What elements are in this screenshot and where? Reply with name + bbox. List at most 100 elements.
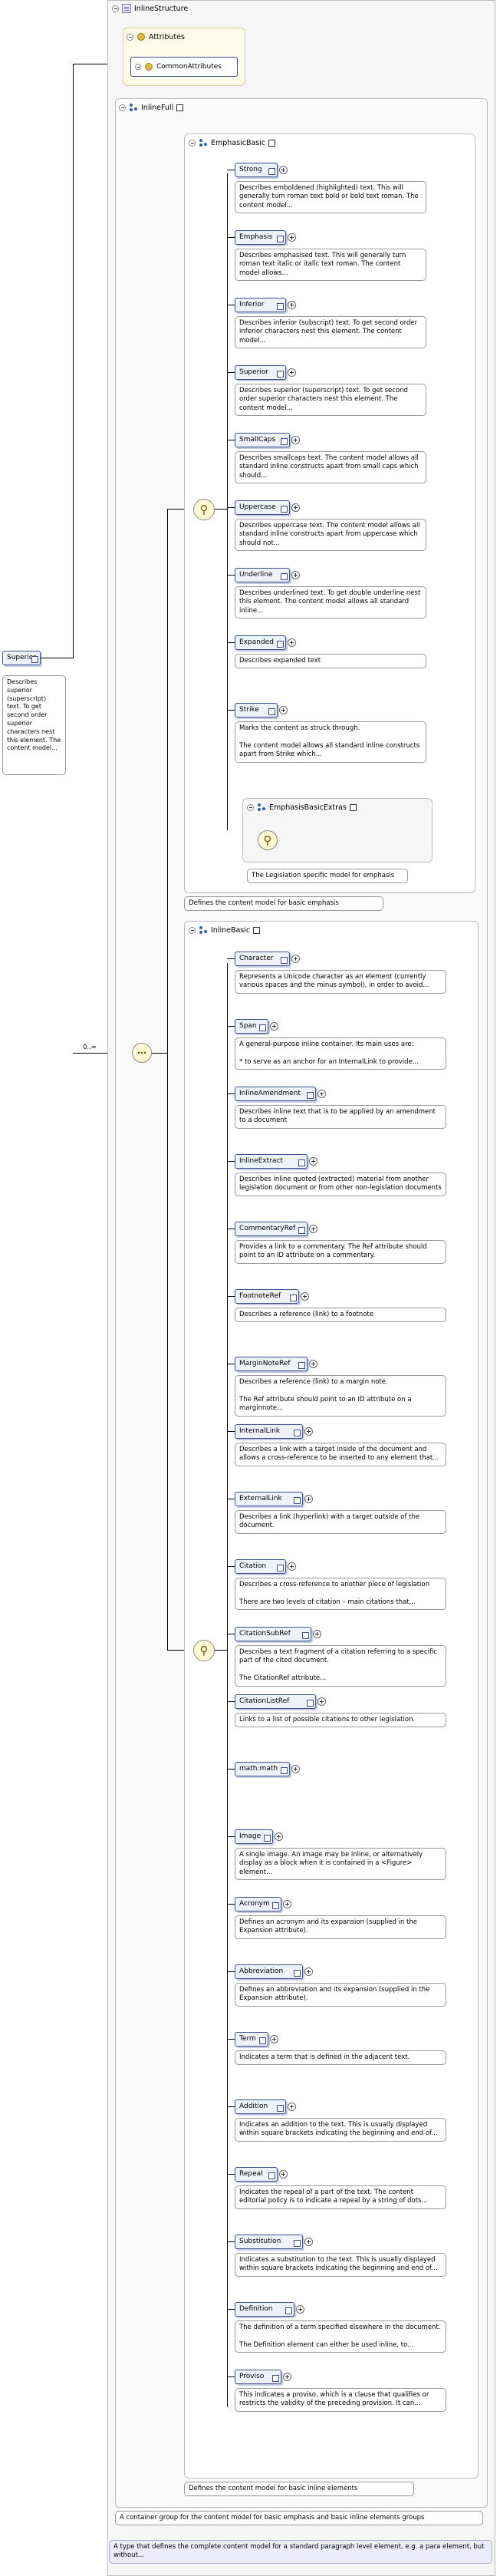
- element-math-math[interactable]: math:math: [235, 1762, 291, 1776]
- expand-icon[interactable]: [308, 1225, 317, 1233]
- element-marginnoteref[interactable]: MarginNoteRef: [235, 1357, 308, 1371]
- description-citationlistref: Links to a list of possible citations to…: [235, 1713, 446, 1728]
- connector-abbreviation: [227, 1971, 235, 1972]
- connector-uppercase: [227, 507, 235, 508]
- expand-icon[interactable]: [317, 1090, 326, 1098]
- element-uppercase[interactable]: Uppercase: [235, 500, 291, 515]
- collapse-icon[interactable]: [119, 104, 126, 111]
- element-inlineextract[interactable]: InlineExtract: [235, 1154, 308, 1169]
- element-externallink[interactable]: ExternalLink: [235, 1492, 304, 1506]
- element-character[interactable]: Character: [235, 952, 291, 966]
- element-citation[interactable]: Citation: [235, 1559, 286, 1574]
- expand-icon[interactable]: [291, 955, 301, 963]
- expand-icon[interactable]: [270, 2035, 279, 2043]
- element-definition[interactable]: Definition: [235, 2302, 294, 2317]
- expand-icon[interactable]: [300, 1292, 309, 1301]
- collapse-icon[interactable]: [189, 139, 196, 147]
- expand-icon[interactable]: [317, 1697, 326, 1706]
- seq-spine: [167, 509, 168, 1650]
- collapse-icon[interactable]: [247, 803, 254, 811]
- element-citationsubref[interactable]: CitationSubRef: [235, 1627, 312, 1641]
- choice-icon[interactable]: ⚲: [193, 499, 215, 520]
- expand-icon[interactable]: [291, 503, 301, 512]
- description-acronym: Defines an acronym and its expansion (su…: [235, 1915, 446, 1939]
- expand-icon[interactable]: [270, 1022, 279, 1031]
- root-element-description: Describes superior (superscript) text. T…: [2, 675, 66, 775]
- inline-basic-description: Defines the content model for basic inli…: [184, 2482, 414, 2497]
- expand-icon[interactable]: [304, 1967, 314, 1976]
- basic-choice-h: [215, 1650, 227, 1651]
- description-superior: Describes superior (superscript) text. T…: [235, 384, 426, 417]
- element-commentaryref[interactable]: CommentaryRef: [235, 1222, 308, 1236]
- expand-icon[interactable]: [275, 1832, 283, 1841]
- description-emphasis: Describes emphasised text. This will gen…: [235, 249, 426, 282]
- description-substitution: Indicates a substitution to the text. Th…: [235, 2253, 446, 2277]
- element-acronym[interactable]: Acronym: [235, 1897, 282, 1911]
- element-strike[interactable]: Strike: [235, 703, 278, 717]
- expand-icon[interactable]: [291, 1765, 301, 1773]
- expand-icon[interactable]: [291, 436, 301, 444]
- connector-term: [227, 2039, 235, 2040]
- element-emphasis[interactable]: Emphasis: [235, 230, 286, 245]
- attributes-title: Attributes: [127, 32, 185, 41]
- expand-icon[interactable]: [278, 706, 288, 714]
- element-term[interactable]: Term: [235, 2032, 269, 2047]
- element-proviso[interactable]: Proviso: [235, 2370, 282, 2384]
- element-superior[interactable]: Superior: [235, 365, 286, 380]
- expand-icon[interactable]: [304, 2238, 314, 2246]
- element-span[interactable]: Span: [235, 1019, 269, 1034]
- basic-spine: [227, 963, 228, 2407]
- element-smallcaps[interactable]: SmallCaps: [235, 433, 291, 447]
- expand-icon[interactable]: [287, 368, 296, 377]
- element-abbreviation[interactable]: Abbreviation: [235, 1964, 304, 1979]
- element-citationlistref[interactable]: CitationListRef: [235, 1694, 316, 1709]
- expand-icon[interactable]: [278, 166, 288, 174]
- root-to-seq: [73, 1053, 74, 1054]
- element-inlineamendment[interactable]: InlineAmendment: [235, 1087, 316, 1101]
- expand-icon[interactable]: [296, 2305, 304, 2314]
- element-repeal[interactable]: Repeal: [235, 2167, 278, 2182]
- element-expanded[interactable]: Expanded: [235, 635, 286, 650]
- expand-icon[interactable]: [291, 571, 301, 579]
- choice-icon[interactable]: ⚲: [193, 1640, 215, 1661]
- element-footnoteref[interactable]: FootnoteRef: [235, 1289, 299, 1304]
- sequence-icon[interactable]: ⋯: [132, 1043, 152, 1063]
- expand-icon[interactable]: [308, 1157, 317, 1166]
- expand-icon[interactable]: [287, 638, 296, 647]
- collapse-icon[interactable]: [135, 64, 141, 70]
- element-strong[interactable]: Strong: [235, 163, 278, 177]
- expand-icon[interactable]: [287, 2103, 296, 2111]
- root-element-superior[interactable]: Superior: [2, 651, 41, 665]
- expand-icon[interactable]: [287, 233, 296, 242]
- expand-icon[interactable]: [287, 1562, 296, 1571]
- connector-underline: [227, 575, 235, 576]
- reference-icon: [349, 803, 357, 811]
- element-substitution[interactable]: Substitution: [235, 2235, 304, 2249]
- element-internallink[interactable]: InternalLink: [235, 1424, 304, 1439]
- emphasis-basic-group: [184, 134, 475, 893]
- description-abbreviation: Defines an abbreviation and its expansio…: [235, 1983, 446, 2007]
- collapse-icon[interactable]: [189, 926, 196, 934]
- expand-icon[interactable]: [304, 1495, 314, 1503]
- expand-icon[interactable]: [283, 1900, 292, 1908]
- collapse-icon[interactable]: [127, 33, 133, 41]
- expand-icon[interactable]: [304, 1427, 314, 1436]
- seq-to-spine: [152, 1053, 167, 1054]
- connector-emphasis: [227, 237, 235, 238]
- element-addition[interactable]: Addition: [235, 2099, 286, 2114]
- element-underline[interactable]: Underline: [235, 568, 291, 582]
- element-inferior[interactable]: Inferior: [235, 298, 286, 312]
- element-image[interactable]: Image: [235, 1829, 273, 1844]
- description-span: A general-purpose inline container. Its …: [235, 1037, 446, 1070]
- common-attributes-box[interactable]: CommonAttributes: [130, 57, 238, 77]
- collapse-icon[interactable]: [112, 5, 119, 12]
- expand-icon[interactable]: [283, 2373, 292, 2381]
- description-commentaryref: Provides a link to a commentary. The Ref…: [235, 1240, 446, 1264]
- expand-icon[interactable]: [287, 301, 296, 309]
- expand-icon[interactable]: [308, 1360, 317, 1368]
- expand-icon[interactable]: [313, 1630, 322, 1638]
- emphasis-extras-description: The Legislation specific model for empha…: [247, 869, 408, 884]
- connector-footnoteref: [227, 1296, 235, 1297]
- expand-icon[interactable]: [278, 2170, 288, 2179]
- extras-choice-icon[interactable]: ⚲: [258, 830, 278, 850]
